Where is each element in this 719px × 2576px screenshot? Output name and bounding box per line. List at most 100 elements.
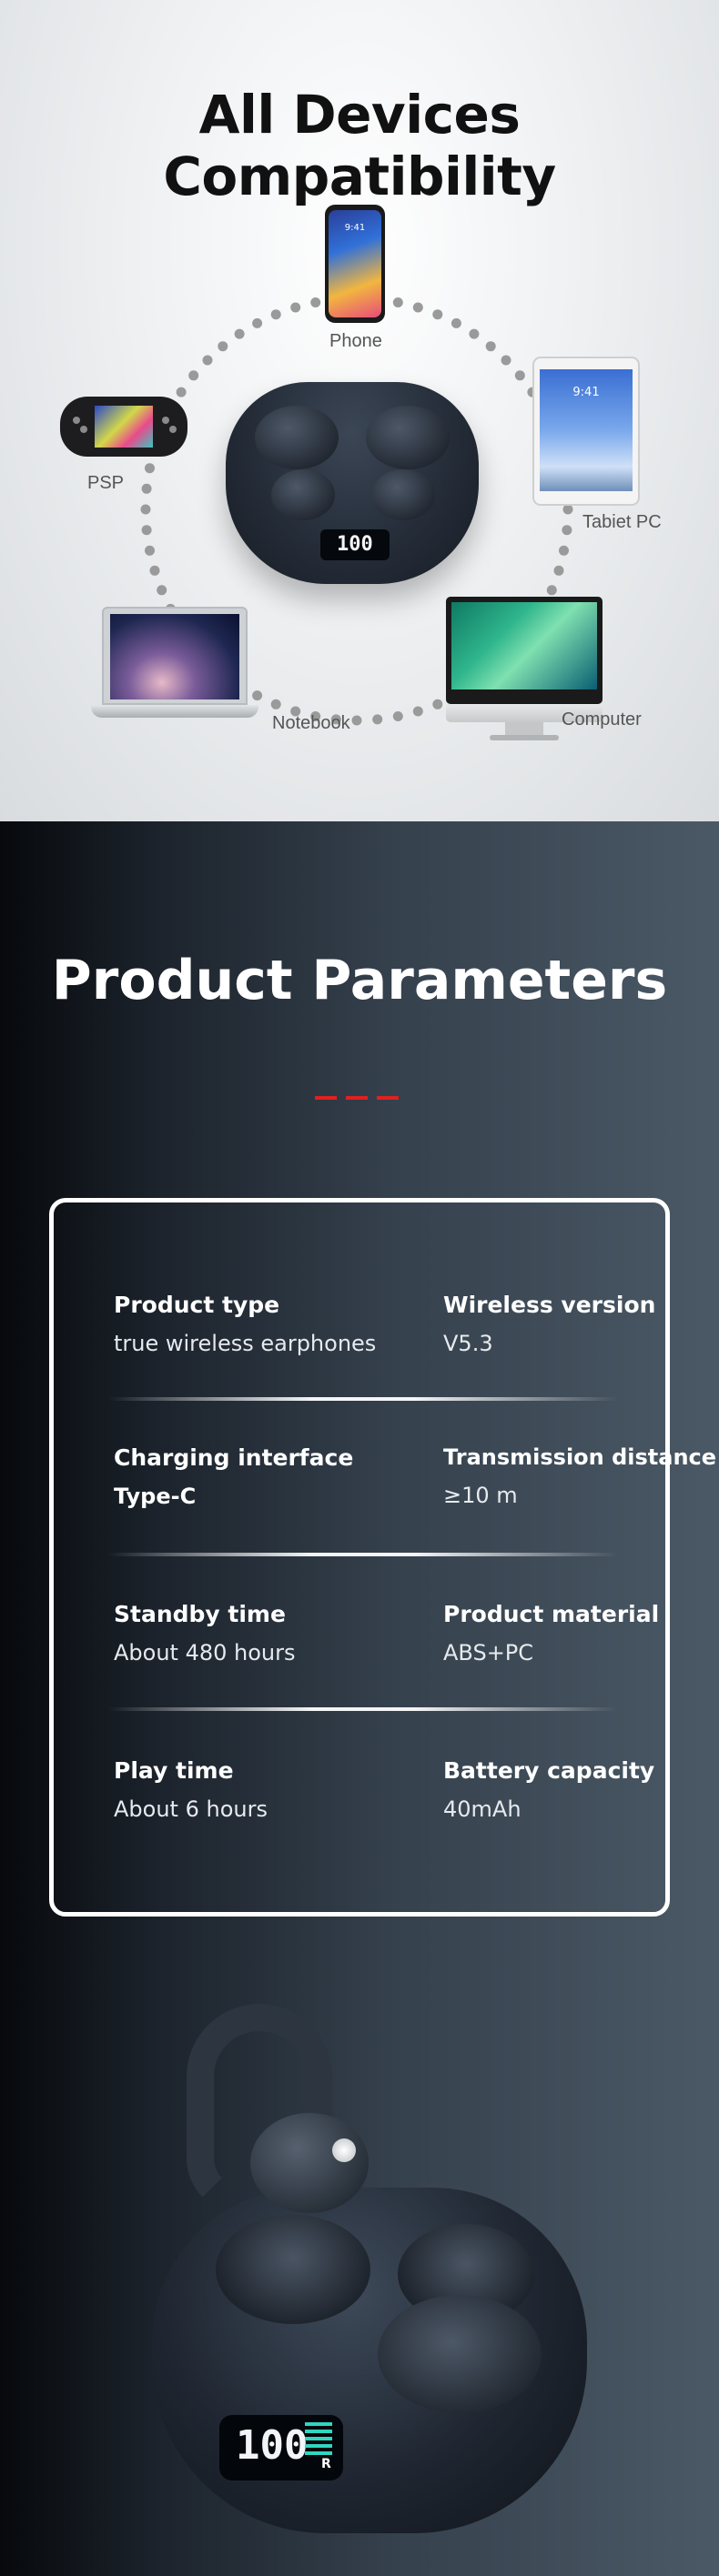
param-key: Product material <box>443 1601 660 1627</box>
param-key: Product type <box>114 1292 280 1318</box>
ring-dot <box>149 565 160 576</box>
earbud-light <box>332 2138 356 2162</box>
psp-icon <box>60 397 187 457</box>
param-row: Standby time About 480 hours Product mat… <box>54 1601 665 1701</box>
ring-dot <box>176 387 187 397</box>
param-key: Play time <box>114 1757 234 1784</box>
ring-dot <box>310 297 321 307</box>
ring-dot <box>432 699 443 709</box>
case-display: 100 <box>320 529 390 560</box>
ring-dot <box>188 370 199 381</box>
ring-dot <box>412 302 423 313</box>
param-cell: Product type true wireless earphones <box>114 1292 376 1356</box>
tablet-icon: 9:41 <box>532 357 640 506</box>
param-cell: Wireless version V5.3 <box>443 1292 655 1356</box>
ring-dot <box>140 504 151 515</box>
product-image: 100 R <box>150 1967 587 2576</box>
computer-stand <box>505 722 543 737</box>
ring-dot <box>562 525 572 536</box>
row-divider <box>108 1553 618 1556</box>
accent-dash <box>346 1096 368 1100</box>
param-cell: Transmission distance ≥10 m <box>443 1444 716 1508</box>
param-cell: Charging interface Type-C <box>114 1444 353 1509</box>
ring-dot <box>145 545 155 556</box>
ring-dot <box>372 714 383 725</box>
param-key: Transmission distance <box>443 1444 717 1470</box>
ring-dot <box>553 565 564 576</box>
ring-dot <box>290 302 301 313</box>
param-row: Charging interface Type-C Transmission d… <box>54 1444 716 1545</box>
notebook-icon <box>102 607 248 705</box>
param-value: 40mAh <box>443 1796 522 1822</box>
tablet-label: Tabiet PC <box>582 512 662 532</box>
ring-dot <box>392 297 403 307</box>
ring-dot <box>485 341 496 352</box>
ring-dot <box>252 690 263 701</box>
ring-dot <box>562 504 573 515</box>
ring-dot <box>392 711 403 721</box>
notebook-base <box>91 705 258 718</box>
param-value: ≥10 m <box>443 1483 518 1508</box>
ring-dot <box>514 370 525 381</box>
product-parameters-section: Product Parameters Product type true wir… <box>0 821 719 2576</box>
computer-icon <box>446 597 603 704</box>
param-value: About 6 hours <box>114 1796 268 1822</box>
ring-dot <box>469 328 480 339</box>
param-value: ABS+PC <box>443 1640 534 1665</box>
product-case: 100 R <box>152 2188 587 2533</box>
ring-dot <box>157 585 167 596</box>
earbud <box>250 2113 369 2213</box>
ring-dot <box>270 699 281 709</box>
ring-dot <box>218 341 228 352</box>
product-display: 100 R <box>219 2415 343 2480</box>
computer-label: Computer <box>562 709 642 730</box>
phone-label: Phone <box>329 331 382 351</box>
param-value: V5.3 <box>443 1331 493 1356</box>
param-key: Battery capacity <box>443 1757 655 1784</box>
computer-foot <box>490 735 559 740</box>
ring-dot <box>451 317 461 328</box>
accent-dash <box>377 1096 399 1100</box>
ring-dot <box>412 706 423 717</box>
ring-dot <box>330 714 341 725</box>
row-divider <box>108 1397 618 1401</box>
param-cell: Play time About 6 hours <box>114 1757 268 1822</box>
param-key: Wireless version <box>443 1292 656 1318</box>
ring-dot <box>270 309 281 320</box>
param-row: Product type true wireless earphones Wir… <box>54 1292 665 1392</box>
ring-dot <box>234 328 245 339</box>
param-cell: Standby time About 480 hours <box>114 1601 296 1665</box>
ring-dot <box>351 715 362 726</box>
compatibility-title: All Devices Compatibility <box>163 84 556 207</box>
ring-dot <box>141 525 152 536</box>
ring-dot <box>546 585 557 596</box>
ring-dot <box>141 483 152 494</box>
row-divider <box>108 1707 618 1711</box>
param-row: Play time About 6 hours Battery capacity… <box>54 1757 665 1857</box>
ring-dot <box>501 355 511 366</box>
ring-dot <box>310 711 321 721</box>
param-cell: Product material ABS+PC <box>443 1601 659 1665</box>
ring-dot <box>559 545 569 556</box>
accent-dash <box>315 1096 337 1100</box>
compatibility-section: All Devices Compatibility 9:41 Phone 9:4… <box>0 0 719 821</box>
param-key: Charging interface <box>114 1444 354 1471</box>
parameters-card: Product type true wireless earphones Wir… <box>49 1198 716 1917</box>
ring-dot <box>145 463 155 474</box>
param-value: true wireless earphones <box>114 1331 377 1356</box>
ring-dot <box>252 317 263 328</box>
earbud-case-image: 100 <box>226 382 479 584</box>
notebook-label: Notebook <box>272 713 350 733</box>
param-cell: Battery capacity 40mAh <box>443 1757 654 1822</box>
param-value: Type-C <box>114 1484 197 1509</box>
ring-dot <box>202 355 213 366</box>
ring-dot <box>290 706 301 717</box>
psp-label: PSP <box>87 473 125 493</box>
computer-chin <box>446 704 603 722</box>
param-key: Standby time <box>114 1601 286 1627</box>
parameters-title: Product Parameters <box>51 949 668 1012</box>
ring-dot <box>432 309 443 320</box>
param-value: About 480 hours <box>114 1640 296 1665</box>
phone-icon: 9:41 <box>325 205 385 323</box>
earbud-second <box>378 2295 542 2413</box>
